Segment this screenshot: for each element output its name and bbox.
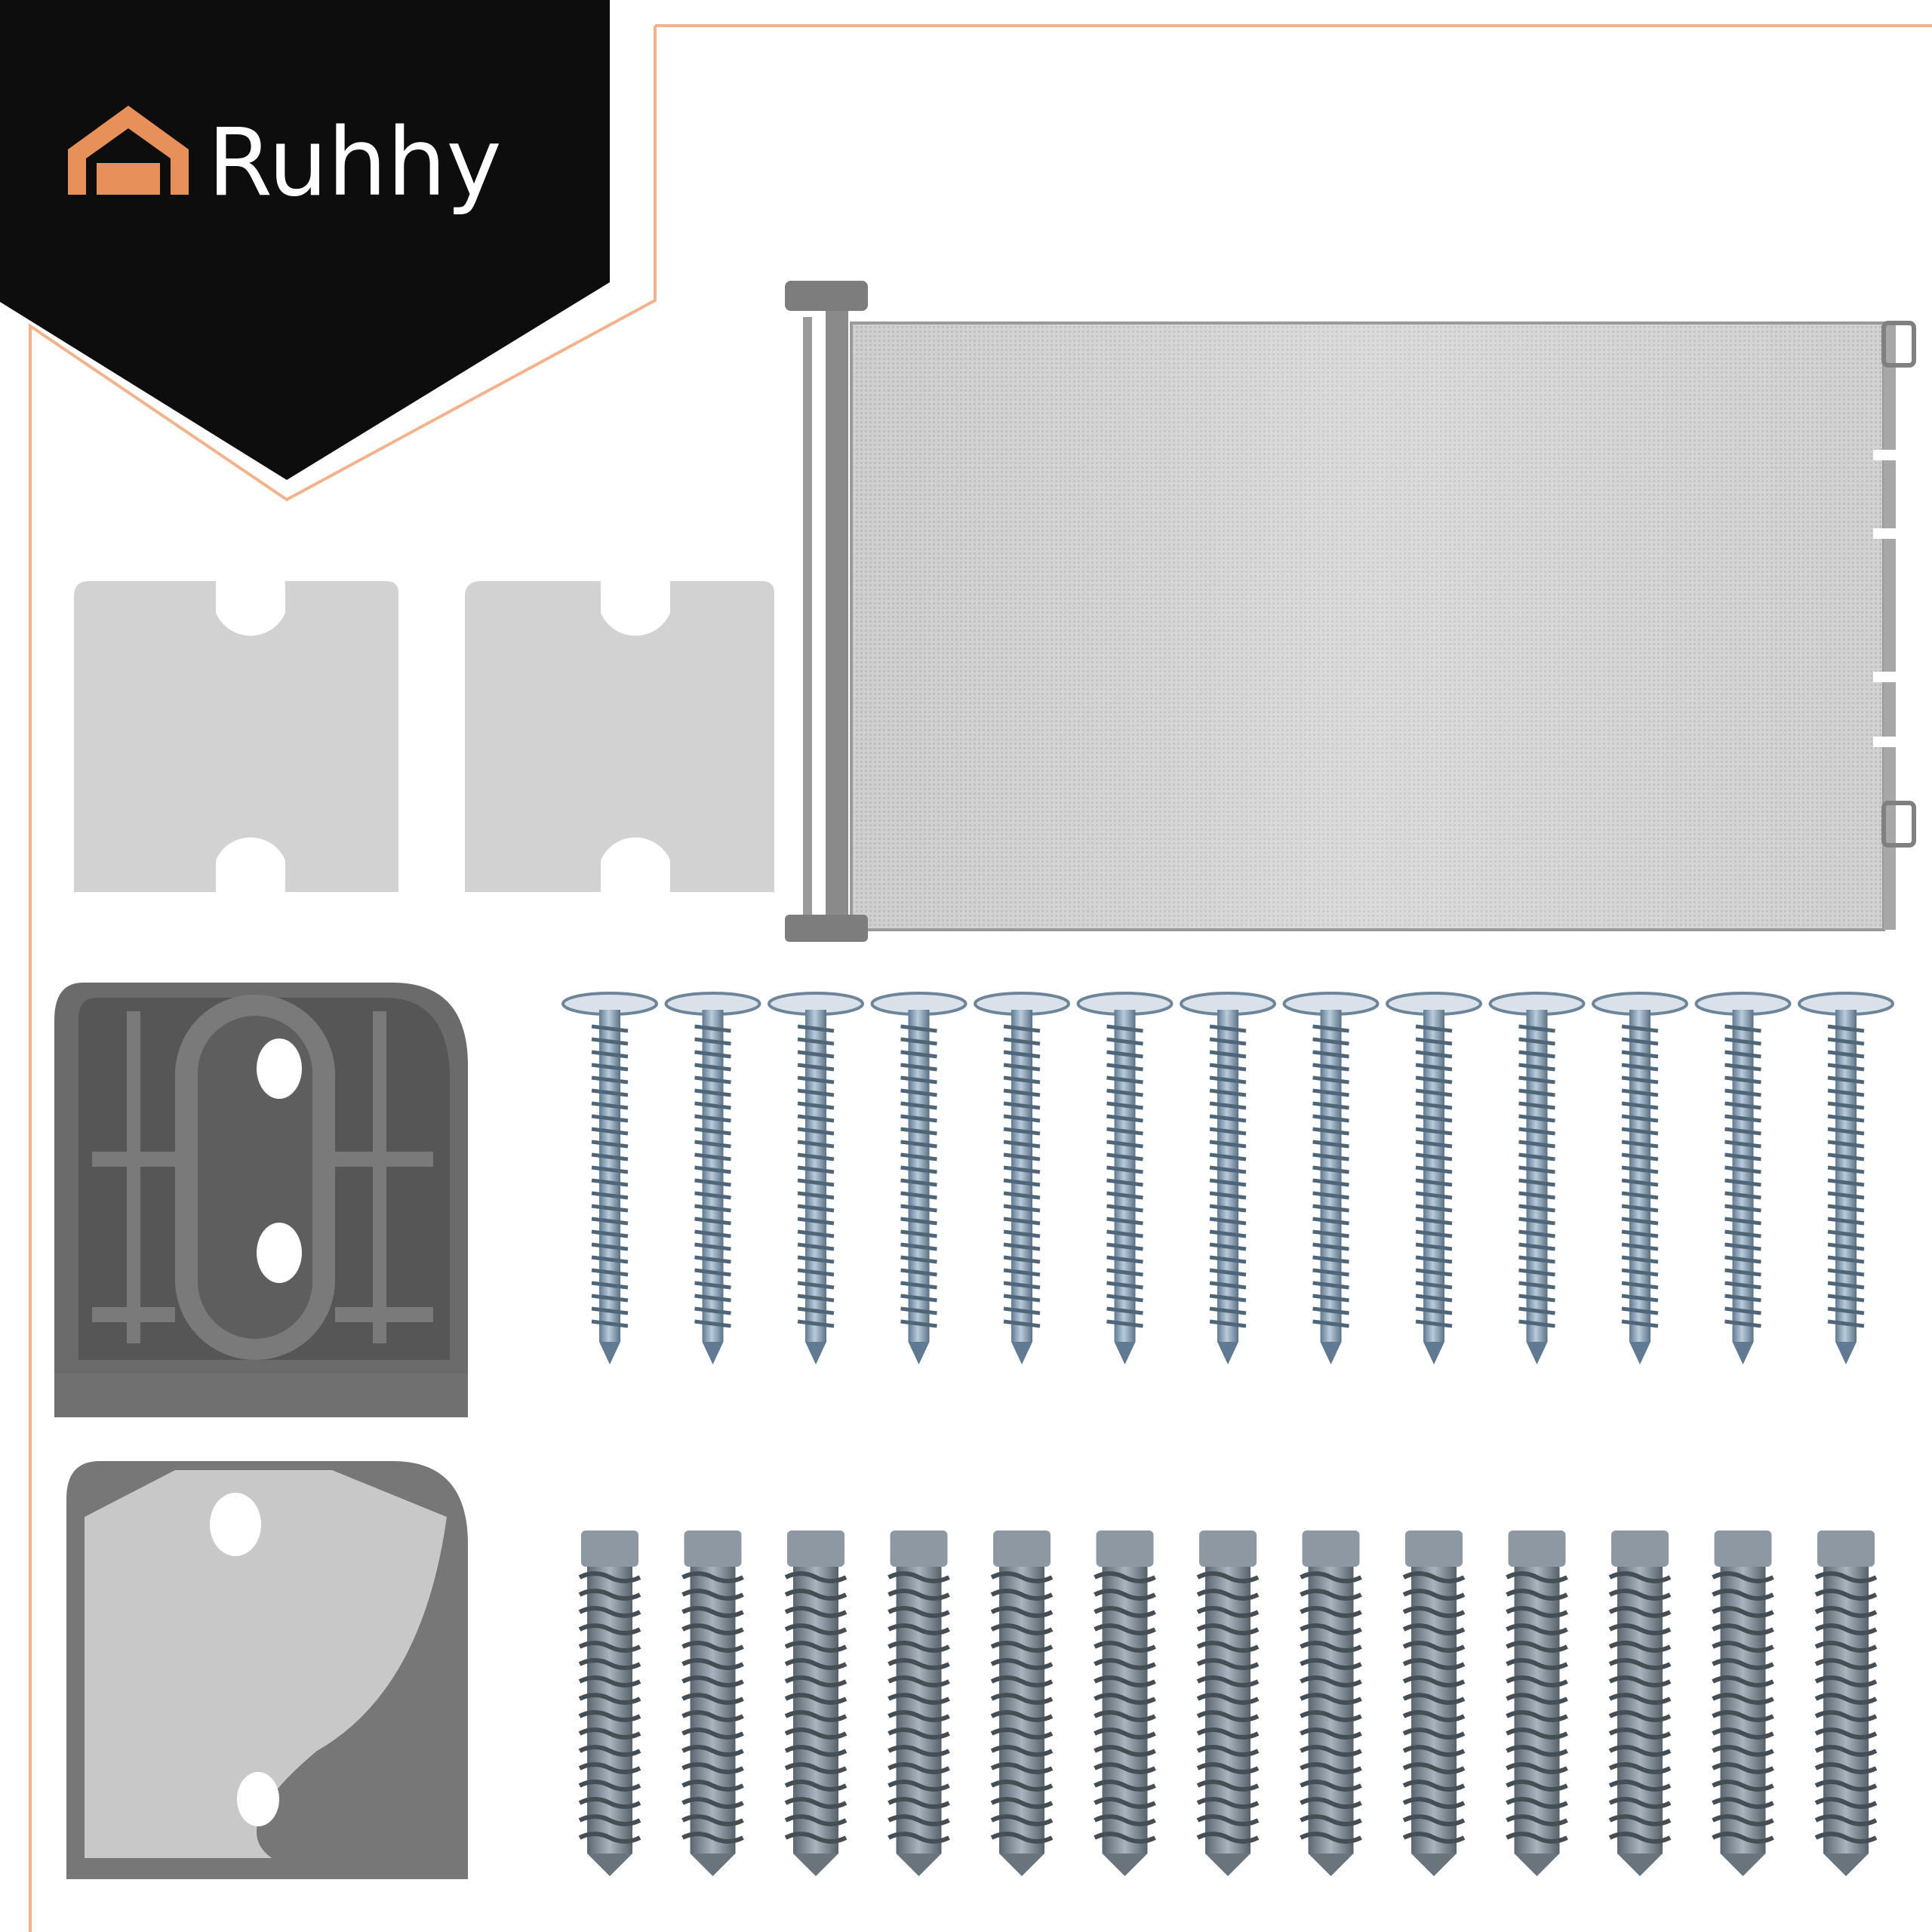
wall-anchor <box>578 1531 641 1876</box>
brand-name: Ruhhy <box>208 109 502 217</box>
screw <box>974 992 1070 1364</box>
wall-anchor <box>784 1531 848 1876</box>
accent-frame-lines <box>29 24 1932 1932</box>
wall-anchor <box>1402 1531 1466 1876</box>
screw <box>1592 992 1688 1364</box>
wall-anchor <box>888 1531 950 1876</box>
wall-anchor <box>1094 1531 1156 1876</box>
screws <box>561 992 1894 1364</box>
screw <box>1180 992 1276 1364</box>
adhesive-pad-left <box>74 581 398 892</box>
screw <box>870 992 968 1364</box>
wall-anchor <box>1814 1531 1878 1876</box>
screw <box>1798 992 1894 1364</box>
wall-anchor <box>1608 1531 1672 1876</box>
adhesive-pad-right <box>465 581 774 892</box>
wall-anchor <box>1506 1531 1568 1876</box>
screw <box>664 992 761 1364</box>
screw <box>768 992 864 1364</box>
wall-anchors <box>578 1531 1878 1876</box>
brand-badge: Ruhhy <box>0 0 610 480</box>
house-icon <box>68 106 189 195</box>
mounting-bracket-back <box>54 983 468 1417</box>
wall-anchor <box>1300 1531 1362 1876</box>
screw <box>561 992 658 1364</box>
screw <box>1386 992 1482 1364</box>
screw <box>1282 992 1380 1364</box>
wall-anchor <box>1712 1531 1774 1876</box>
wall-anchor <box>990 1531 1054 1876</box>
wall-anchor <box>1196 1531 1260 1876</box>
screw <box>1694 992 1792 1364</box>
retractable-mesh-gate <box>785 281 1916 942</box>
mounting-bracket-front <box>66 1461 468 1879</box>
screw <box>1488 992 1586 1364</box>
screw <box>1076 992 1174 1364</box>
wall-anchor <box>681 1531 744 1876</box>
